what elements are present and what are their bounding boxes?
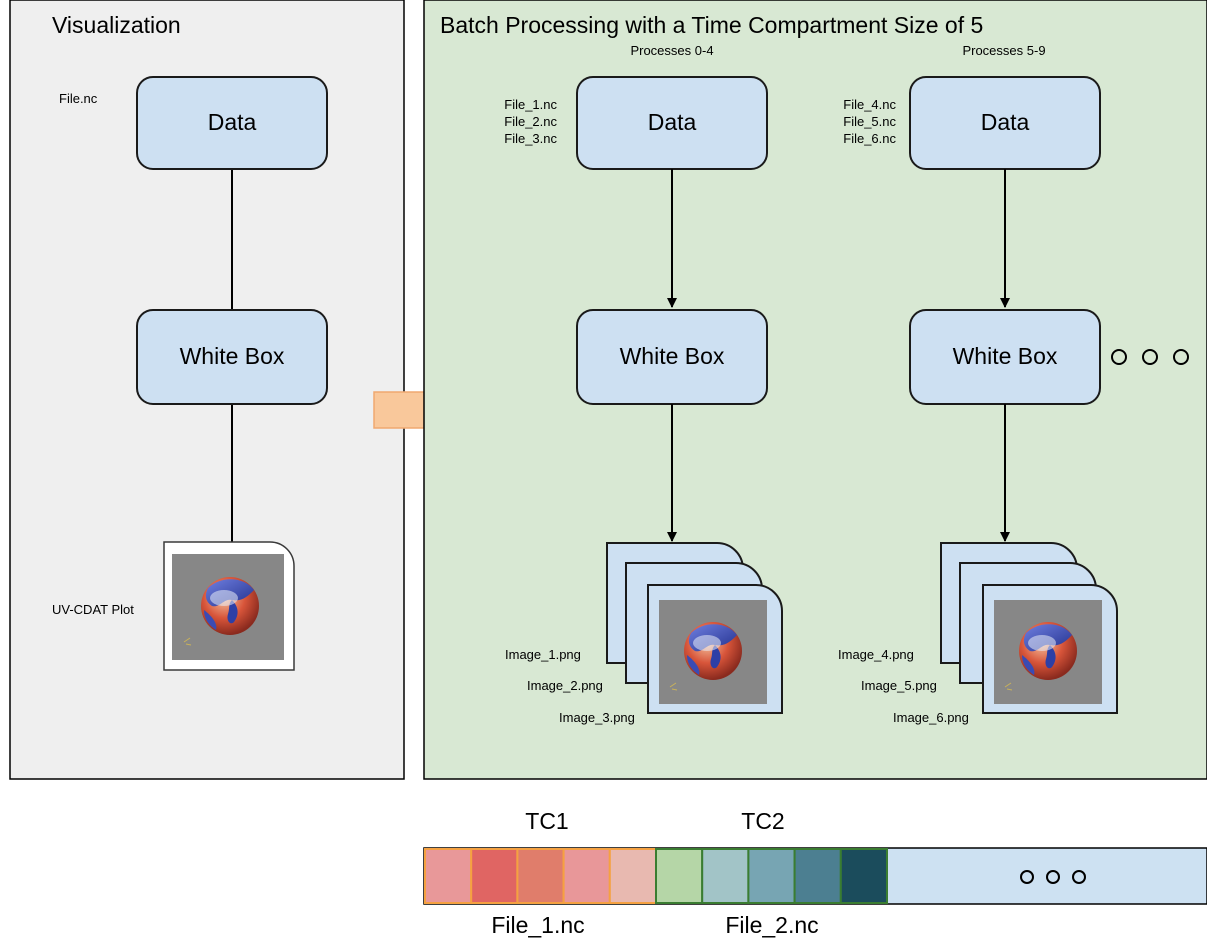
column-1-file-2: File_2.nc [504, 114, 557, 129]
tc2-cell-1 [655, 848, 704, 904]
column-2-data-label: Data [981, 109, 1030, 135]
tc1-cell-4 [562, 848, 611, 904]
tc2-cell-5 [839, 848, 888, 904]
visualization-title: Visualization [52, 12, 181, 38]
timeline-continuation-dots-icon [1020, 870, 1086, 884]
timeline-file1-label: File_1.nc [491, 912, 584, 938]
batch-column-2: Processes 5-9 File_4.nc File_5.nc File_6… [838, 43, 1118, 725]
column-1-whitebox-label: White Box [620, 343, 725, 369]
batch-title: Batch Processing with a Time Compartment… [440, 12, 983, 38]
tc2-cell-4 [793, 848, 842, 904]
column-2-whitebox-label: White Box [953, 343, 1058, 369]
column-1-data-label: Data [648, 109, 697, 135]
visualization-data-box [136, 76, 328, 170]
batch-column-1: Processes 0-4 File_1.nc File_2.nc File_3… [504, 43, 783, 725]
column-1-header: Processes 0-4 [630, 43, 713, 58]
tc1-cell-5 [608, 848, 657, 904]
column-2-image-2: Image_5.png [861, 678, 937, 693]
tc2-cell-3 [747, 848, 796, 904]
column-1-file-3: File_3.nc [504, 131, 557, 146]
uv-cdat-plot-image [164, 542, 294, 670]
visualization-plot-label: UV-CDAT Plot [52, 602, 134, 617]
visualization-data-label: Data [208, 109, 257, 135]
tc1-cell-2 [470, 848, 519, 904]
column-1-image-2: Image_2.png [527, 678, 603, 693]
tc1-cell-1 [424, 848, 473, 904]
timeline-group-tc2 [655, 848, 888, 904]
column-2-image-1: Image_4.png [838, 647, 914, 662]
column-1-image-3: Image_3.png [559, 710, 635, 725]
column-2-file-2: File_5.nc [843, 114, 896, 129]
timeline-tc2-label: TC2 [741, 808, 784, 834]
column-1-file-1: File_1.nc [504, 97, 557, 112]
continuation-dots-icon [1111, 349, 1189, 365]
column-2-image-card-3 [982, 584, 1118, 714]
timeline-group-tc1 [424, 848, 657, 904]
visualization-file-label: File.nc [59, 91, 98, 106]
column-1-image-1: Image_1.png [505, 647, 581, 662]
timeline-tc1-label: TC1 [525, 808, 568, 834]
column-2-header: Processes 5-9 [962, 43, 1045, 58]
tc2-cell-2 [701, 848, 750, 904]
column-2-file-1: File_4.nc [843, 97, 896, 112]
visualization-whitebox-label: White Box [180, 343, 285, 369]
column-1-image-card-3 [647, 584, 783, 714]
visualization-whitebox-box [136, 309, 328, 405]
timeline-bar [423, 847, 1207, 905]
column-2-file-3: File_6.nc [843, 131, 896, 146]
timeline-file2-label: File_2.nc [725, 912, 818, 938]
tc1-cell-3 [516, 848, 565, 904]
column-2-image-3: Image_6.png [893, 710, 969, 725]
